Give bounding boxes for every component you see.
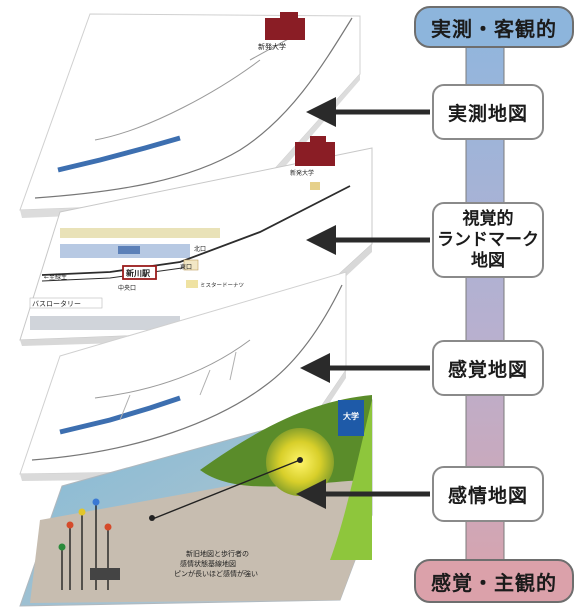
svg-text:中央口: 中央口 xyxy=(118,284,136,292)
svg-text:新発大学: 新発大学 xyxy=(290,169,314,177)
level-emotion-map: 感情地図 xyxy=(432,466,544,522)
svg-text:感情状態基線地図: 感情状態基線地図 xyxy=(180,559,236,568)
svg-text:ミスタードーナツ: ミスタードーナツ xyxy=(200,281,244,289)
layer-emotion-map: 大学 新旧地図と歩行者の 感情状態基線地図 ピンが長いほど感情が強い xyxy=(19,395,373,607)
svg-text:新旧地図と歩行者の: 新旧地図と歩行者の xyxy=(186,549,249,558)
svg-text:東口: 東口 xyxy=(180,263,192,271)
university-building xyxy=(265,18,305,40)
svg-text:北口: 北口 xyxy=(194,245,206,253)
svg-text:←至緑生: ←至緑生 xyxy=(44,273,67,281)
university-label: 新発大学 xyxy=(258,42,286,51)
svg-text:バスロータリー: バスロータリー xyxy=(32,299,81,308)
level-landmark-map: 視覚的 ランドマーク 地図 xyxy=(432,202,544,278)
scale-bottom-label: 感覚・主観的 xyxy=(414,559,574,603)
arrows xyxy=(296,97,430,509)
level-survey-map: 実測地図 xyxy=(432,84,544,140)
svg-text:大学: 大学 xyxy=(343,411,359,421)
svg-text:ピンが長いほど感情が強い: ピンが長いほど感情が強い xyxy=(174,569,258,578)
station-label: 新川駅 xyxy=(126,268,151,278)
layer-survey-map: 新発大学 xyxy=(19,12,361,218)
station-box xyxy=(122,265,157,280)
scale-top-label: 実測・客観的 xyxy=(414,6,574,48)
level-sense-map: 感覚地図 xyxy=(432,340,544,396)
